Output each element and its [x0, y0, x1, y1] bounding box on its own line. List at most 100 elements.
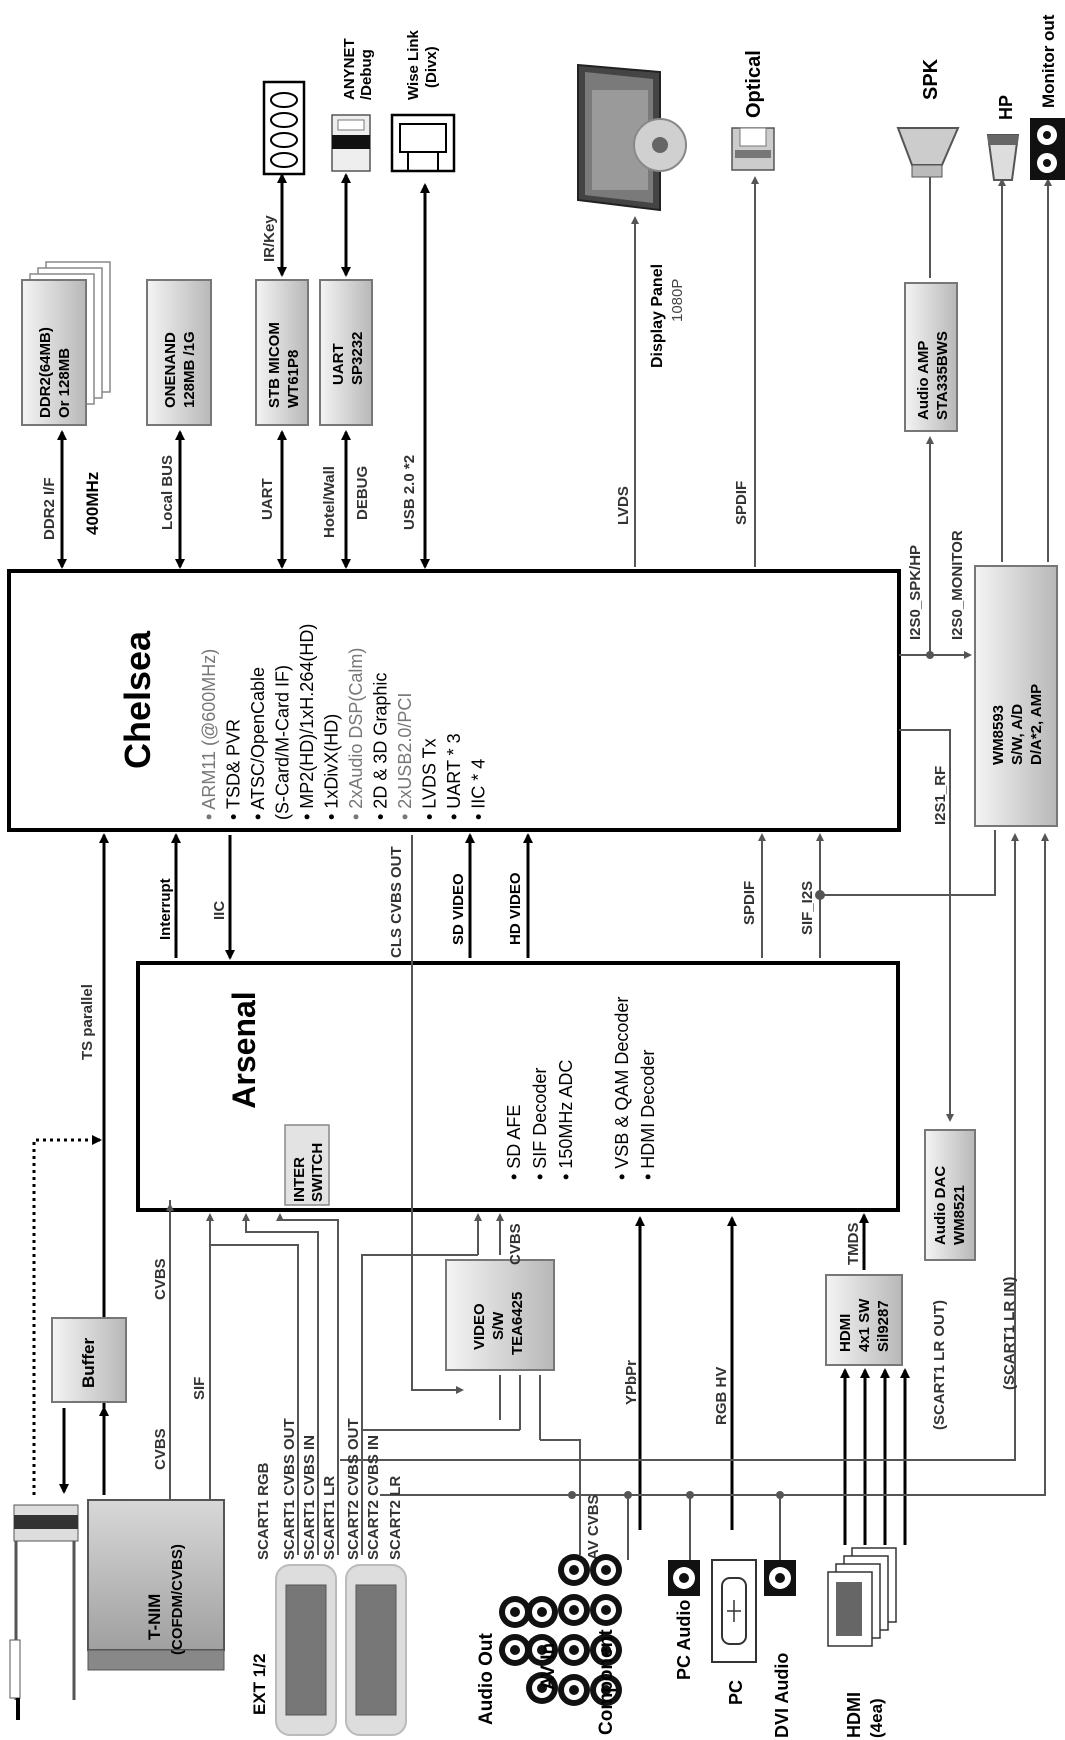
- usb-label: USB 2.0 *2: [401, 455, 418, 530]
- audio-dac-line2: WM8521: [951, 1185, 968, 1245]
- uart-line2: SP3232: [349, 332, 366, 385]
- tnim-line1: T-NIM: [145, 1594, 164, 1640]
- sif-junction: [815, 890, 825, 900]
- rca-jack-center: [601, 1685, 611, 1695]
- scart-signal-label: SCART2 CVBS OUT: [345, 1418, 362, 1560]
- arsenal-feature: • HDMI Decoder: [638, 1050, 658, 1180]
- chelsea-feature: • MP2(HD)/1xH.264(HD): [297, 624, 317, 820]
- scart1-rgb-line: [206, 1213, 299, 1555]
- hd-video-label: HD VIDEO: [507, 872, 524, 945]
- rgb-hv-label: RGB HV: [713, 1367, 730, 1425]
- hdmi-count-label: (4ea): [867, 1698, 886, 1738]
- buffer-label: Buffer: [79, 1338, 98, 1388]
- key-icon-3: [270, 132, 298, 148]
- arsenal-feature: • SIF Decoder: [530, 1068, 550, 1180]
- antenna-connector-icon: [9, 1504, 79, 1720]
- sif-i2s-label: SIF_I2S: [799, 881, 816, 935]
- uart-box: [319, 279, 373, 426]
- micom-box: [255, 279, 309, 426]
- display-panel-label: Display Panel: [649, 264, 666, 368]
- spdif-mid-label: SPDIF: [741, 881, 758, 925]
- rca-jack-center: [569, 1645, 579, 1655]
- key-icon-1: [270, 92, 298, 108]
- scart1-lr-out-label: (SCART1 LR OUT): [931, 1300, 948, 1430]
- i2s1-rf-label: I2S1_RF: [932, 766, 949, 825]
- ts-parallel-label: TS parallel: [79, 984, 96, 1060]
- arsenal-box: [136, 961, 900, 1212]
- interrupt-label: Interrupt: [157, 878, 174, 940]
- scart1-connector-icon: [275, 1564, 337, 1736]
- optical-label: Optical: [743, 50, 765, 118]
- scart-signal-label: SCART2 LR: [387, 1476, 404, 1560]
- chelsea-feature: • UART * 3: [444, 733, 464, 820]
- monitor-out-jacks-icon: [1030, 118, 1065, 180]
- audio-amp-box: [904, 282, 958, 432]
- video-sw-line1: VIDEO: [471, 1303, 488, 1350]
- inter-switch-line1: INTER: [291, 1157, 308, 1202]
- key-icon-4: [270, 152, 298, 168]
- rca-jacks-group: [499, 1554, 622, 1706]
- scart-signal-label: SCART1 LR: [321, 1476, 338, 1560]
- hdmi-sw-box: [825, 1274, 903, 1366]
- headphone-jack-icon: [986, 134, 1020, 181]
- spdif-top-label: SPDIF: [733, 481, 750, 525]
- key-icon-2: [270, 112, 298, 128]
- chelsea-feature: • ATSC/OpenCable: [248, 667, 268, 820]
- cvbs-left-label: CVBS: [152, 1258, 169, 1300]
- scart2-line: [361, 1254, 478, 1555]
- scart1-lr-in-label: (SCART1 LR IN): [1001, 1277, 1018, 1390]
- chelsea-feature: • TSD& PVR: [224, 719, 244, 820]
- hdmi-sw-line3: Sil9287: [875, 1300, 892, 1352]
- arsenal-title: Arsenal: [226, 991, 262, 1108]
- display-panel-icon: [577, 63, 687, 212]
- rca-jack-center: [569, 1605, 579, 1615]
- chelsea-feature: • 2D & 3D Graphic: [371, 673, 391, 820]
- video-sw-line3: TEA6425: [509, 1292, 526, 1355]
- wm8593-line2: S/W, A/D: [1009, 704, 1026, 765]
- chelsea-feature: • 2xAudio DSP(Calm): [346, 648, 366, 820]
- i2s0-spk-label: I2S0_SPK/HP: [907, 545, 924, 640]
- tnim-line2: (COFDM/CVBS): [169, 1544, 186, 1655]
- scart-signal-label: SCART1 RGB: [255, 1462, 272, 1560]
- rca-jack-center: [537, 1607, 547, 1617]
- wm8593-line1: WM8593: [990, 705, 1007, 765]
- rca-jack-center: [569, 1565, 579, 1575]
- iic-label: IIC: [211, 901, 228, 920]
- micom-line1: STB MICOM: [266, 322, 283, 408]
- component-label: Component: [596, 1629, 617, 1735]
- wm8593-line3: D/A*2, AMP: [1028, 684, 1045, 765]
- irkey-label: IR/Key: [261, 215, 278, 262]
- vga-connector-icon: [711, 1559, 757, 1663]
- inter-switch-box: [284, 1124, 330, 1206]
- arsenal-feature: • VSB & QAM Decoder: [612, 997, 632, 1180]
- tnim-box: [87, 1499, 225, 1651]
- tmds-label: TMDS: [845, 1223, 862, 1266]
- rca-jack-center: [601, 1565, 611, 1575]
- audio-amp-line1: Audio AMP: [915, 341, 932, 420]
- onenand-box: [146, 279, 212, 426]
- ddr-box: [21, 279, 87, 426]
- ddr-line1: DDR2(64MB): [37, 327, 54, 418]
- av-cvbs-label: AV CVBS: [585, 1494, 602, 1560]
- rca-jack-center: [569, 1685, 579, 1695]
- scart-signal-label: SCART1 CVBS IN: [301, 1435, 318, 1560]
- onenand-line2: 128MB /1G: [181, 331, 198, 408]
- audio-dac-box: [924, 1129, 976, 1261]
- debug-label: DEBUG: [354, 466, 371, 520]
- display-res-label: 1080P: [669, 279, 686, 322]
- uart-bus-label: UART: [259, 478, 276, 520]
- hdmi-sw-line1: HDMI: [837, 1314, 854, 1352]
- pc-audio-jack-icon: [668, 1560, 700, 1596]
- scart1-lr-line: [276, 1213, 339, 1555]
- mhz-label: 400MHz: [83, 472, 102, 535]
- spk-label: SPK: [920, 58, 942, 100]
- chelsea-feature: • ARM11 (@600MHz): [199, 649, 219, 820]
- chelsea-feature: • IIC * 4: [469, 759, 489, 820]
- chelsea-title: Chelsea: [117, 630, 158, 769]
- anynet-line1: ANYNET: [341, 38, 358, 100]
- cvbs-tuner-label: CVBS: [152, 1428, 169, 1470]
- ddr-if-label: DDR2 I/F: [41, 477, 58, 540]
- audio-out-label: Audio Out: [476, 1633, 497, 1725]
- chelsea-feature: • 2xUSB2.0/PCI: [395, 693, 415, 820]
